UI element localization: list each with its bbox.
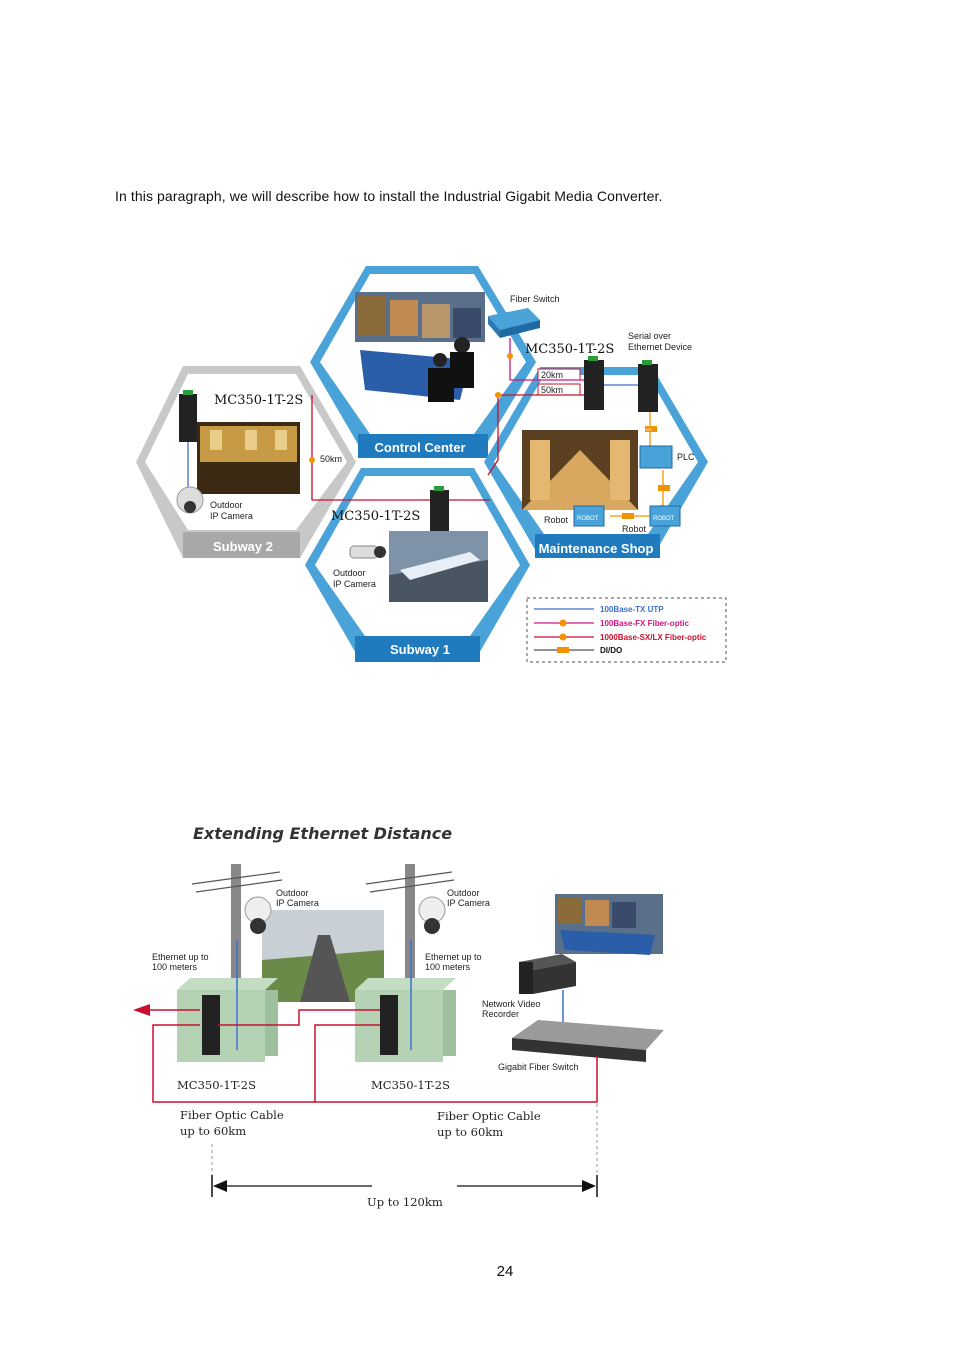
fiber-switch-label: Fiber Switch	[510, 294, 560, 304]
robot-tag-1: ROBOT	[577, 516, 599, 522]
legend-dido: DI/DO	[600, 646, 622, 655]
robot-tag-2: ROBOT	[653, 516, 675, 522]
dist-50km-b: 50km	[320, 454, 342, 464]
cam-left-label-1: Outdoor	[210, 500, 243, 510]
dist-50km: 50km	[541, 385, 563, 395]
cam1-label-2: IP Camera	[276, 898, 319, 908]
mc-left-label: MC350-1T-2S	[214, 393, 303, 408]
mc2-label: MC350-1T-2S	[371, 1078, 450, 1092]
legend-sx: 1000Base-SX/LX Fiber-optic	[600, 633, 707, 642]
serial-device-icon	[638, 360, 658, 412]
legend: 100Base-TX UTP 100Base-FX Fiber-optic 10…	[526, 597, 727, 663]
cam2-label-1: Outdoor	[447, 888, 480, 898]
legend-utp: 100Base-TX UTP	[600, 605, 664, 614]
fiber2-label-1: Fiber Optic Cable	[437, 1109, 541, 1123]
hex-subway2-label: Subway 2	[213, 539, 273, 554]
eth2-label-2: 100 meters	[425, 962, 471, 972]
control-room-image	[355, 292, 485, 402]
cam1-label-1: Outdoor	[276, 888, 309, 898]
mc-top-label: MC350-1T-2S	[525, 342, 614, 357]
distance-arrow	[211, 1104, 598, 1198]
warehouse-image	[522, 430, 638, 510]
pole-1	[191, 864, 283, 984]
eth1-label-1: Ethernet up to	[152, 952, 209, 962]
train-image	[389, 531, 488, 602]
switch-label: Gigabit Fiber Switch	[498, 1062, 579, 1072]
nvr-icon	[519, 954, 576, 994]
mc-device-top	[584, 356, 604, 410]
station-image	[197, 422, 300, 494]
diagram2-title: Extending Ethernet Distance	[193, 824, 452, 843]
plc-label: PLC	[677, 452, 695, 462]
mc-device-left	[179, 390, 197, 442]
fiber1-label-2: up to 60km	[180, 1124, 246, 1138]
eth1-label-2: 100 meters	[152, 962, 198, 972]
hex-maint-label: Maintenance Shop	[539, 541, 654, 556]
cam-mid-label-1: Outdoor	[333, 568, 366, 578]
nvr-label-2: Recorder	[482, 1009, 519, 1019]
fiber-switch-icon	[488, 308, 540, 338]
cabinet-2	[355, 978, 456, 1062]
cam2-label-2: IP Camera	[447, 898, 490, 908]
cam-mid-label-2: IP Camera	[333, 579, 376, 589]
camera-icon-left	[176, 486, 204, 514]
total-distance-label: Up to 120km	[367, 1195, 443, 1209]
hex-subway1-label: Subway 1	[390, 642, 450, 657]
plc-icon	[639, 445, 673, 469]
dome-camera-icon-2	[418, 896, 446, 934]
dome-camera-icon-1	[244, 896, 272, 934]
gigabit-switch-icon	[512, 1020, 664, 1062]
pole-2	[365, 864, 455, 984]
dist-20km: 20km	[541, 370, 563, 380]
monitor-wall-image	[555, 894, 663, 955]
robot-label-1: Robot	[544, 515, 569, 525]
eth2-label-1: Ethernet up to	[425, 952, 482, 962]
robot-icon-1: ROBOT	[573, 505, 605, 527]
fiber2-label-2: up to 60km	[437, 1125, 503, 1139]
mc1-label: MC350-1T-2S	[177, 1078, 256, 1092]
robot-label-2: Robot	[622, 524, 647, 534]
cam-left-label-2: IP Camera	[210, 511, 253, 521]
serial-label-2: Ethernet Device	[628, 342, 692, 352]
cabinet-1	[177, 978, 278, 1062]
io-tag: I/O	[646, 427, 651, 432]
intro-paragraph: In this paragraph, we will describe how …	[115, 188, 663, 204]
camera-icon-mid	[349, 545, 386, 559]
mc-device-mid	[430, 486, 449, 540]
fiber1-label-1: Fiber Optic Cable	[180, 1108, 284, 1122]
legend-fx: 100Base-FX Fiber-optic	[600, 619, 689, 628]
page-number: 24	[496, 1263, 514, 1280]
nvr-label-1: Network Video	[482, 999, 540, 1009]
serial-label-1: Serial over	[628, 331, 671, 341]
mc-mid-label: MC350-1T-2S	[331, 509, 420, 524]
hex-control-label: Control Center	[375, 440, 466, 455]
robot-icon-2: ROBOT	[649, 505, 681, 527]
cables	[133, 940, 598, 1103]
